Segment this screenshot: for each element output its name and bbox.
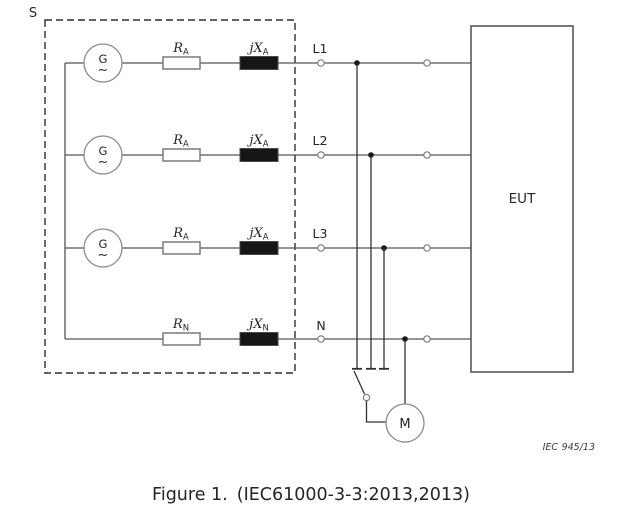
reactance-icon: [239, 332, 279, 346]
sine-wave-icon: ∼: [98, 155, 109, 170]
generator-label: G: [99, 52, 108, 66]
resistor-label: RA: [172, 41, 189, 58]
eut-block: EUT: [470, 25, 574, 373]
reactance-label: jXN: [246, 317, 269, 334]
eut-box: [470, 25, 574, 373]
meter-icon: [385, 403, 425, 443]
phase-row-l3: G ∼ RA jXA L3: [65, 226, 471, 268]
iec-number-label: 945/13: [562, 442, 595, 453]
phase-selector-switch: [353, 370, 387, 423]
reactance-icon: [239, 148, 279, 162]
measuring-instrument: M: [385, 339, 425, 443]
terminal-icon: [317, 335, 325, 343]
reactance-label: jXA: [246, 226, 268, 243]
generator-icon: [83, 135, 123, 175]
terminal-icon: [423, 151, 431, 159]
terminal-icon: [317, 244, 325, 252]
reactance-label: jXA: [246, 133, 268, 150]
meter-label: M: [399, 417, 410, 432]
sine-wave-icon: ∼: [98, 248, 109, 263]
terminal-icon: [423, 244, 431, 252]
switch-pole-terminal-icon: [362, 393, 371, 402]
resistor-icon: [162, 332, 201, 346]
neutral-row-n: RN jXN N: [65, 317, 471, 346]
source-network-label: S: [29, 6, 37, 21]
switch-arm-icon: [353, 370, 366, 395]
measurement-tap-wires: [352, 63, 389, 370]
switch-to-meter-wire: [365, 400, 387, 423]
generator-icon: [83, 43, 123, 83]
terminal-icon: [317, 59, 325, 67]
terminal-icon: [423, 59, 431, 67]
reactance-icon: [239, 241, 279, 255]
resistor-icon: [162, 56, 201, 70]
source-network-dashed-box: [44, 19, 296, 374]
generator-label: G: [99, 144, 108, 158]
reactance-label: jXA: [246, 41, 268, 58]
sine-wave-icon: ∼: [98, 63, 109, 78]
eut-label: EUT: [509, 191, 536, 207]
iec-figure-reference: IEC 945/13: [543, 442, 595, 453]
generator-icon: [83, 228, 123, 268]
resistor-icon: [162, 241, 201, 255]
resistor-label: RA: [172, 226, 189, 243]
resistor-label: RA: [172, 133, 189, 150]
phase-row-l2: G ∼ RA jXA L2: [65, 133, 471, 175]
phase-row-l1: G ∼ RA jXA L1: [65, 41, 471, 83]
line-label-l3: L3: [313, 226, 328, 241]
line-label-l1: L1: [313, 41, 328, 56]
line-label-n: N: [316, 318, 325, 333]
resistor-icon: [162, 148, 201, 162]
reactance-icon: [239, 56, 279, 70]
iec-org-label: IEC: [543, 442, 559, 453]
line-label-l2: L2: [313, 133, 328, 148]
resistor-label: RN: [172, 317, 189, 334]
terminal-icon: [423, 335, 431, 343]
figure-caption: Figure 1.(IEC61000-3-3:2013,2013): [152, 485, 470, 505]
terminal-icon: [317, 151, 325, 159]
generator-label: G: [99, 237, 108, 251]
